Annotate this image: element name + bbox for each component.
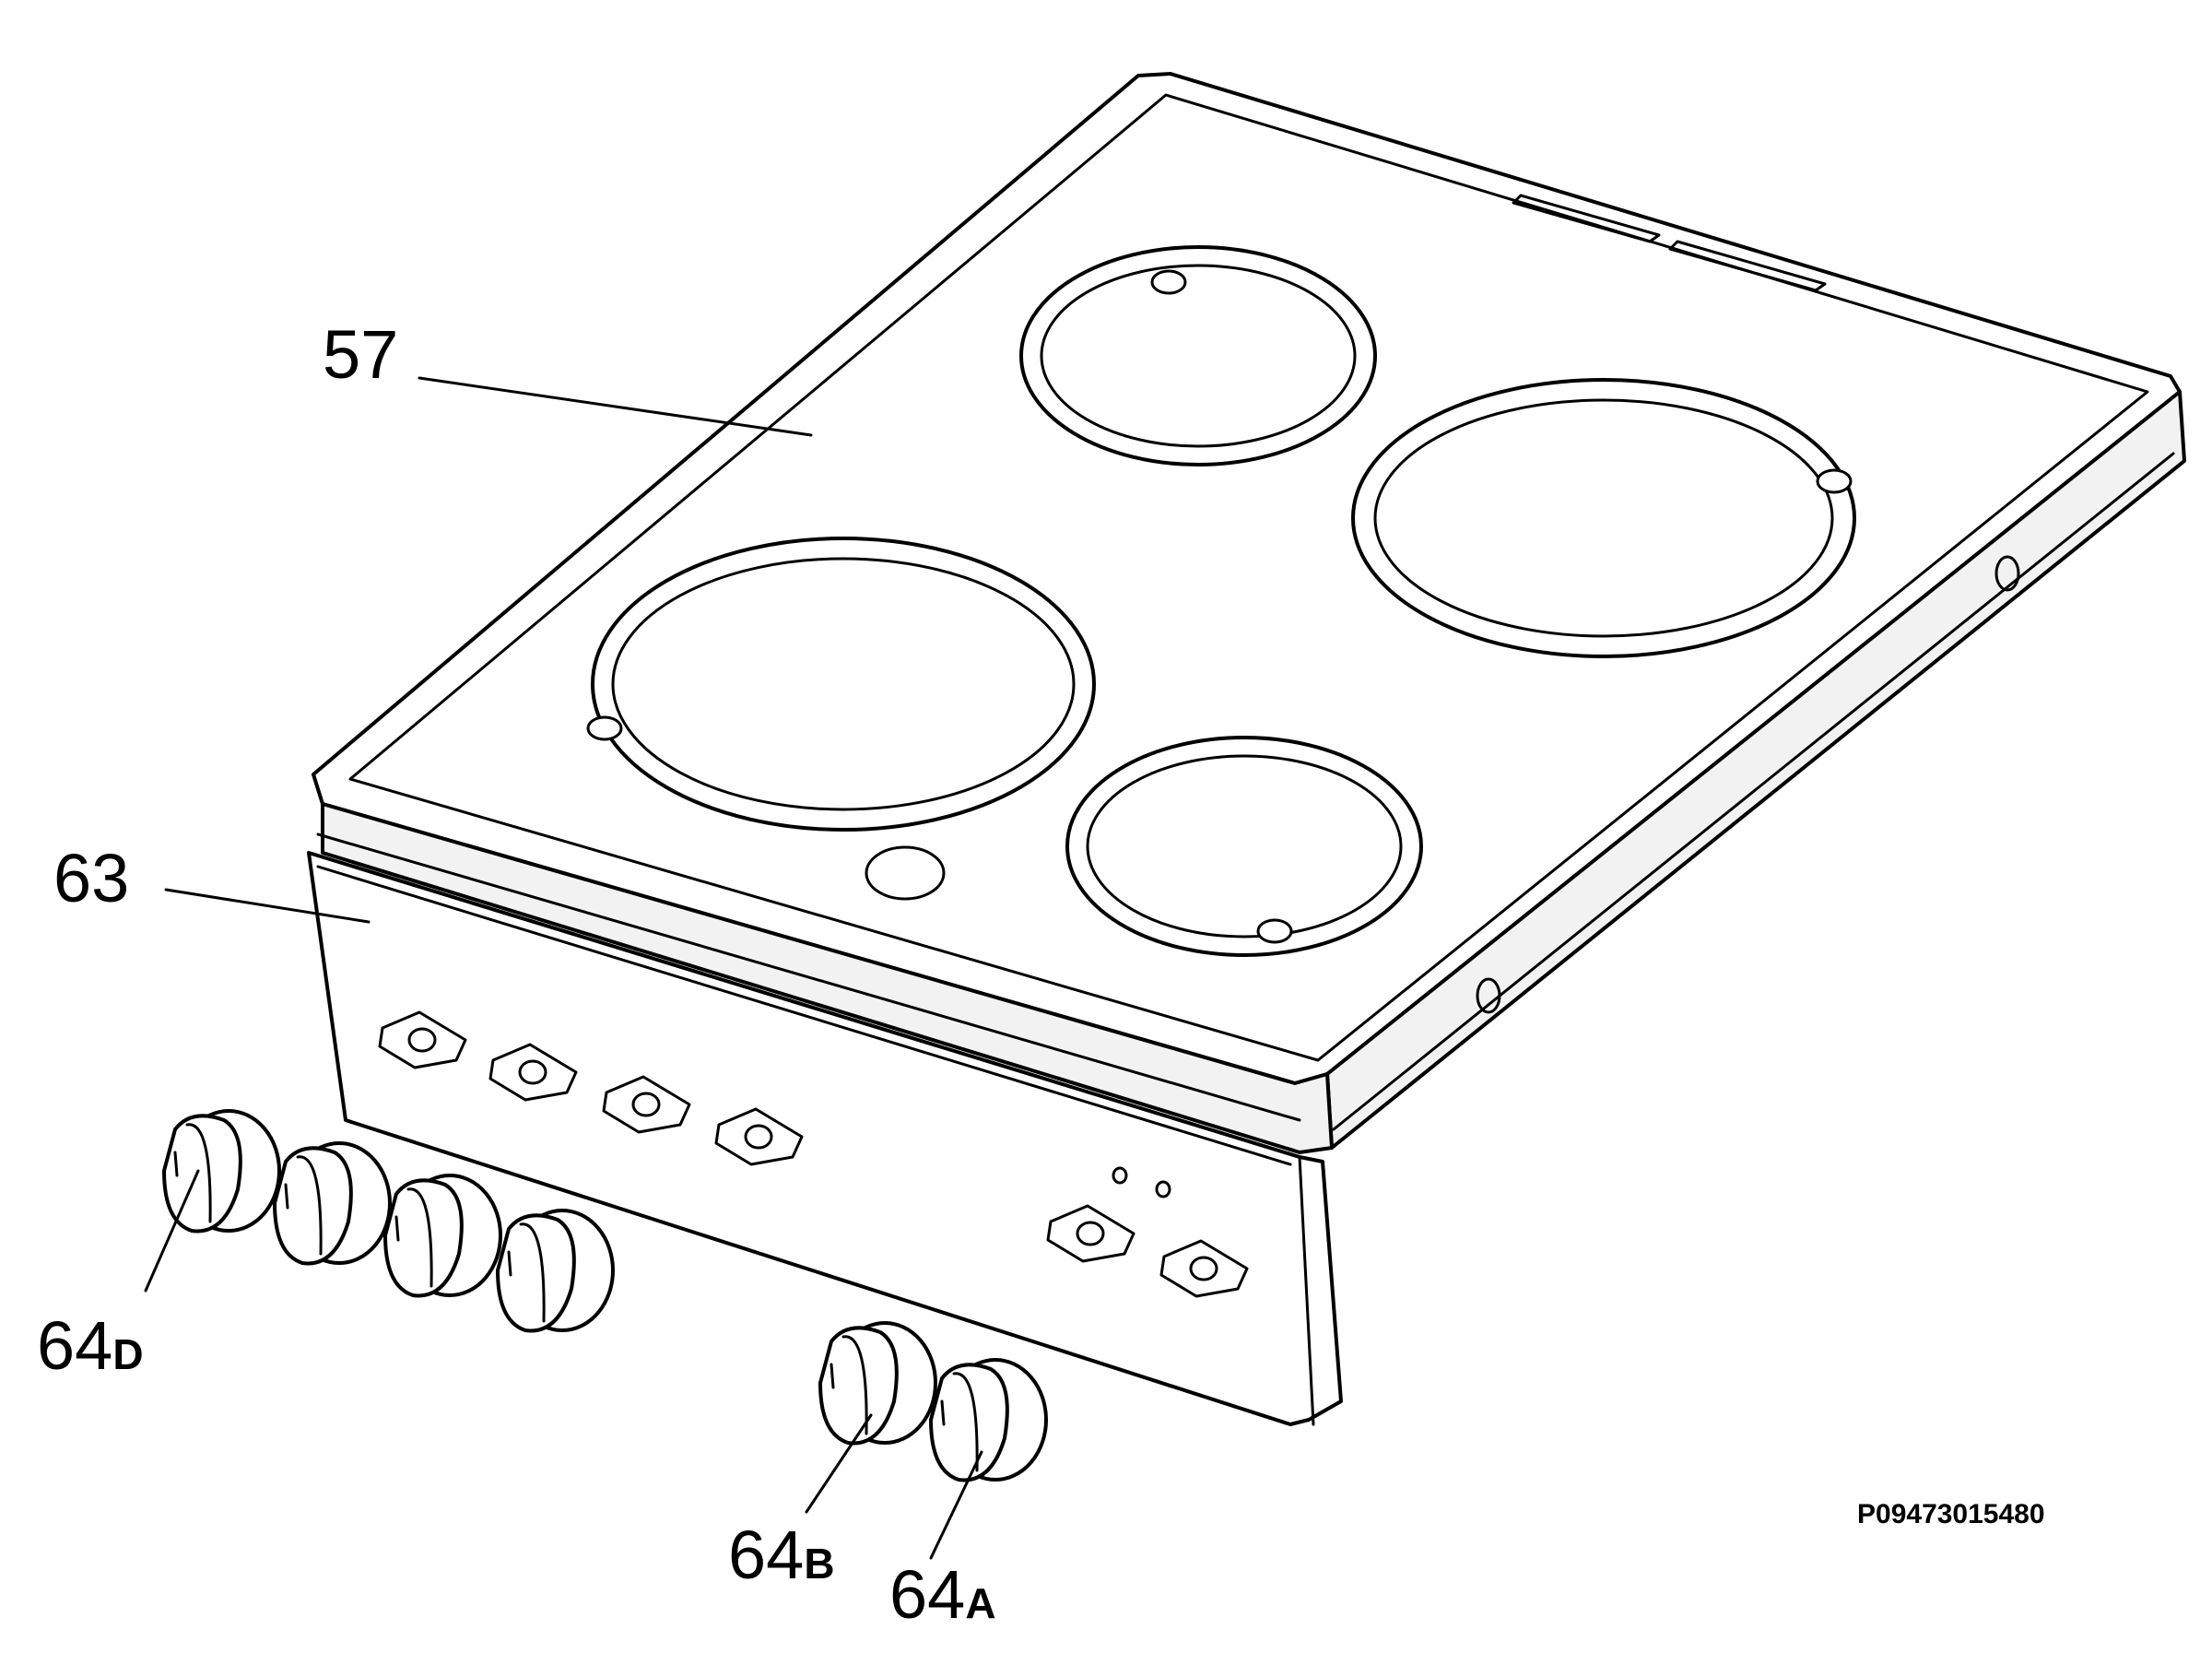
cooking-zone-rear-left <box>1019 245 1377 466</box>
callout-64b: 64B <box>728 1517 835 1593</box>
knob-64d <box>162 1109 281 1234</box>
knob-mount-1 <box>378 1010 467 1069</box>
knob-mount-6 <box>1159 1239 1249 1298</box>
indicator-light-1 <box>1112 1166 1128 1185</box>
callout-57: 57 <box>323 316 398 393</box>
knob-64b <box>818 1321 937 1446</box>
knob-3 <box>383 1174 502 1298</box>
cooking-zone-rear-right <box>1351 378 1856 658</box>
cooking-zone-front-left <box>586 537 1096 832</box>
knob-mount-3 <box>602 1075 691 1134</box>
knob-mount-4 <box>714 1107 804 1166</box>
cooking-zone-front-right <box>1065 736 1423 957</box>
control-knobs <box>162 1109 1048 1482</box>
knob-4 <box>496 1209 615 1333</box>
knob-64a <box>929 1358 1048 1482</box>
cooktop-glass-top <box>312 72 2186 1154</box>
indicator-light-2 <box>1155 1180 1171 1198</box>
callout-64d: 64D <box>37 1307 144 1384</box>
reference-code: P09473015480 <box>1857 1499 2045 1529</box>
leader-lines <box>144 376 983 1560</box>
callout-64a: 64A <box>889 1556 996 1633</box>
knob-mount-2 <box>488 1043 578 1102</box>
callout-63: 63 <box>53 840 129 916</box>
knob-2 <box>273 1141 392 1266</box>
control-panel-fascia <box>307 851 1343 1426</box>
knob-mount-5 <box>1046 1204 1135 1263</box>
